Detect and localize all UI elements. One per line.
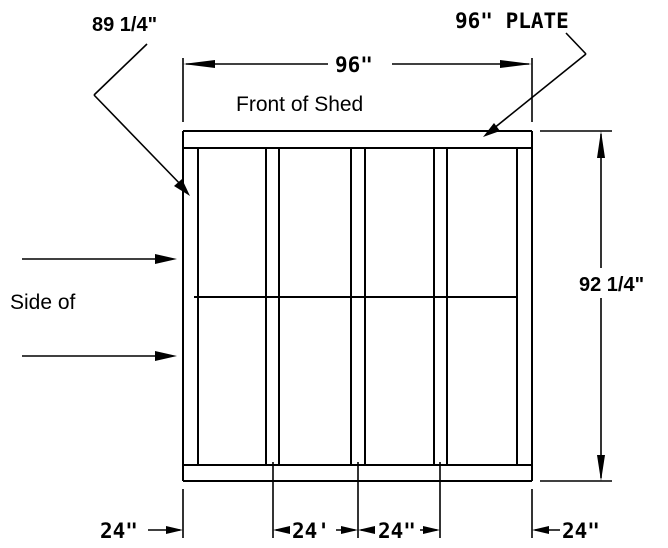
- label-bottom-mid-24-2: 24": [378, 519, 416, 543]
- stud-1: [265, 148, 280, 465]
- side-arrows: [22, 254, 177, 361]
- outer-frame-sides: [182, 131, 533, 481]
- label-side-of: Side of: [10, 291, 76, 314]
- label-bottom-left-24: 24": [100, 519, 138, 543]
- label-89-quarter: 89 1/4": [92, 14, 157, 36]
- stud-3: [433, 148, 448, 465]
- leader-89-quarter: [93, 43, 190, 196]
- label-96-plate: 96" PLATE: [455, 9, 569, 33]
- bottom-dimensions: [148, 462, 560, 538]
- top-width-dimension: [182, 58, 533, 122]
- top-plate: [183, 130, 532, 149]
- label-bottom-right-24: 24": [562, 519, 600, 543]
- label-92-quarter: 92 1/4": [579, 274, 644, 296]
- leader-plate: [483, 32, 587, 137]
- right-height-dimension: [540, 130, 612, 482]
- label-front-of-shed: Front of Shed: [236, 93, 363, 116]
- label-bottom-mid-24-1: 24': [292, 519, 330, 543]
- label-96-width: 96": [335, 53, 373, 77]
- stud-2: [350, 148, 366, 465]
- studs: [197, 148, 518, 465]
